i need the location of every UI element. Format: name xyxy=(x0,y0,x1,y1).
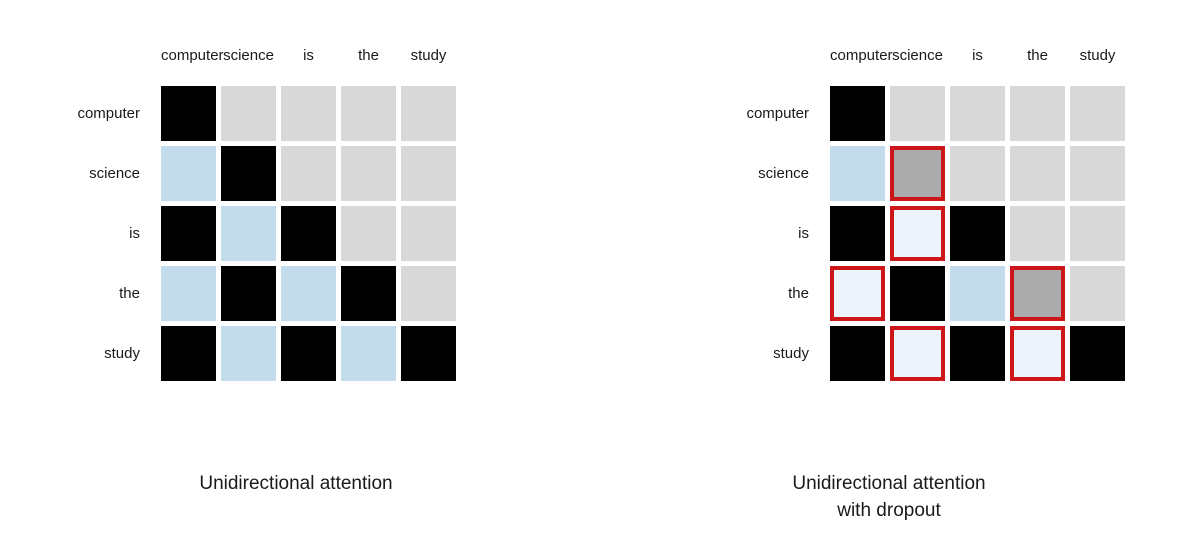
column-header-the: the xyxy=(358,47,379,64)
row-label-the: the xyxy=(788,285,809,302)
attention-cell-the-the xyxy=(341,266,396,321)
attention-cell-science-study xyxy=(1070,146,1125,201)
row-label-science: science xyxy=(89,165,140,182)
attention-matrix xyxy=(161,86,456,381)
column-header-science: science xyxy=(223,47,274,64)
attention-cell-the-is xyxy=(950,266,1005,321)
attention-cell-the-the xyxy=(1010,266,1065,321)
row-label-computer: computer xyxy=(77,105,140,122)
attention-cell-computer-science xyxy=(221,86,276,141)
row-label-study: study xyxy=(773,345,809,362)
attention-cell-computer-the xyxy=(1010,86,1065,141)
attention-cell-computer-is xyxy=(950,86,1005,141)
attention-cell-computer-science xyxy=(890,86,945,141)
column-header-study: study xyxy=(410,47,447,64)
attention-cell-is-is xyxy=(281,206,336,261)
attention-matrix xyxy=(830,86,1125,381)
column-header-computer: computer xyxy=(830,47,893,64)
column-header-is: is xyxy=(303,47,314,64)
attention-cell-is-the xyxy=(1010,206,1065,261)
attention-cell-science-the xyxy=(341,146,396,201)
attention-cell-is-study xyxy=(401,206,456,261)
column-header-science: science xyxy=(892,47,943,64)
attention-cell-study-is xyxy=(281,326,336,381)
attention-cell-computer-the xyxy=(341,86,396,141)
attention-cell-the-science xyxy=(221,266,276,321)
attention-cell-the-study xyxy=(1070,266,1125,321)
column-header-computer: computer xyxy=(161,47,224,64)
attention-cell-computer-study xyxy=(401,86,456,141)
attention-cell-study-the xyxy=(1010,326,1065,381)
row-label-study: study xyxy=(104,345,140,362)
column-header-study: study xyxy=(1079,47,1116,64)
panel-caption: Unidirectional attention xyxy=(199,473,393,494)
row-label-science: science xyxy=(758,165,809,182)
attention-cell-science-the xyxy=(1010,146,1065,201)
column-header-the: the xyxy=(1027,47,1048,64)
row-label-computer: computer xyxy=(746,105,809,122)
attention-cell-the-computer xyxy=(830,266,885,321)
attention-cell-is-computer xyxy=(830,206,885,261)
attention-cell-computer-is xyxy=(281,86,336,141)
attention-cell-is-science xyxy=(890,206,945,261)
panel-caption: Unidirectional attention with dropout xyxy=(792,473,986,521)
attention-cell-study-the xyxy=(341,326,396,381)
column-header-is: is xyxy=(972,47,983,64)
attention-cell-computer-computer xyxy=(830,86,885,141)
attention-cell-is-computer xyxy=(161,206,216,261)
attention-cell-study-computer xyxy=(161,326,216,381)
row-label-is: is xyxy=(129,225,140,242)
attention-cell-the-computer xyxy=(161,266,216,321)
attention-cell-science-is xyxy=(950,146,1005,201)
attention-cell-is-the xyxy=(341,206,396,261)
attention-cell-study-science xyxy=(890,326,945,381)
row-label-the: the xyxy=(119,285,140,302)
attention-cell-science-science xyxy=(890,146,945,201)
attention-cell-is-science xyxy=(221,206,276,261)
attention-cell-science-computer xyxy=(830,146,885,201)
attention-cell-the-is xyxy=(281,266,336,321)
attention-cell-science-science xyxy=(221,146,276,201)
attention-cell-study-science xyxy=(221,326,276,381)
attention-cell-the-study xyxy=(401,266,456,321)
attention-cell-science-study xyxy=(401,146,456,201)
attention-cell-science-computer xyxy=(161,146,216,201)
attention-cell-computer-study xyxy=(1070,86,1125,141)
attention-cell-study-study xyxy=(1070,326,1125,381)
attention-cell-study-study xyxy=(401,326,456,381)
attention-cell-is-is xyxy=(950,206,1005,261)
attention-cell-computer-computer xyxy=(161,86,216,141)
attention-cell-the-science xyxy=(890,266,945,321)
attention-cell-study-is xyxy=(950,326,1005,381)
row-label-is: is xyxy=(798,225,809,242)
attention-cell-science-is xyxy=(281,146,336,201)
attention-cell-is-study xyxy=(1070,206,1125,261)
attention-cell-study-computer xyxy=(830,326,885,381)
